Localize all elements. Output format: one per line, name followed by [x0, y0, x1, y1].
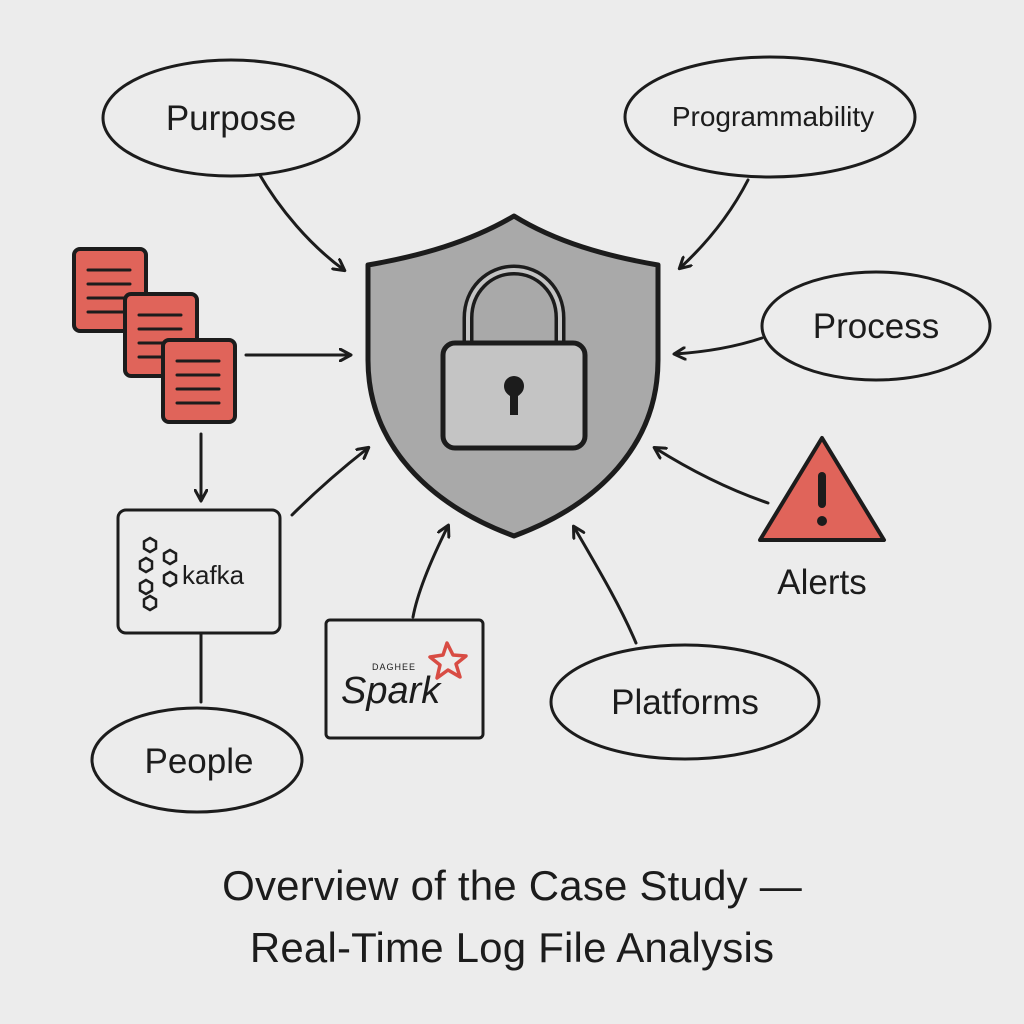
kafka-box: kafka: [116, 508, 282, 635]
keyhole-icon: [504, 376, 524, 415]
node-platforms: Platforms: [549, 643, 821, 761]
arrow-spark-to-shield: [411, 526, 448, 619]
process-label: Process: [813, 307, 939, 346]
node-purpose: Purpose: [101, 58, 361, 178]
programmability-label: Programmability: [672, 101, 874, 132]
arrow-kafka-to-shield: [290, 448, 368, 517]
log-file: [161, 338, 237, 424]
spark-star-icon: [428, 641, 468, 680]
log-files-icon: [72, 247, 237, 424]
spark-label: Spark: [341, 670, 442, 712]
kafka-label: kafka: [182, 560, 245, 590]
arrow-purpose-to-shield: [256, 170, 344, 270]
kafka-logo-icon: [138, 536, 178, 612]
node-people: People: [90, 706, 304, 814]
shield-lock-icon: [365, 213, 661, 539]
caption-line-1: Overview of the Case Study —: [222, 862, 802, 909]
purpose-label: Purpose: [166, 99, 296, 138]
arrow-alerts-to-shield: [655, 448, 770, 505]
platforms-label: Platforms: [611, 683, 759, 722]
people-label: People: [145, 742, 254, 781]
exclamation-bar: [818, 472, 826, 508]
node-programmability: Programmability: [623, 55, 917, 179]
node-process: Process: [760, 270, 992, 382]
spark-subtitle: DAGHEE: [372, 662, 416, 672]
arrow-process-to-shield: [675, 336, 764, 354]
exclamation-dot: [817, 516, 827, 526]
caption-line-2: Real-Time Log File Analysis: [249, 924, 775, 971]
alerts-label: Alerts: [777, 563, 866, 602]
lock-shackle-inner: [466, 267, 562, 347]
arrow-programmability-to-shield: [680, 178, 750, 268]
node-alerts: Alerts: [758, 436, 886, 602]
spark-box: DAGHEE Spark: [324, 618, 485, 740]
arrow-platforms-to-shield: [574, 527, 638, 645]
connectors: [201, 170, 770, 704]
